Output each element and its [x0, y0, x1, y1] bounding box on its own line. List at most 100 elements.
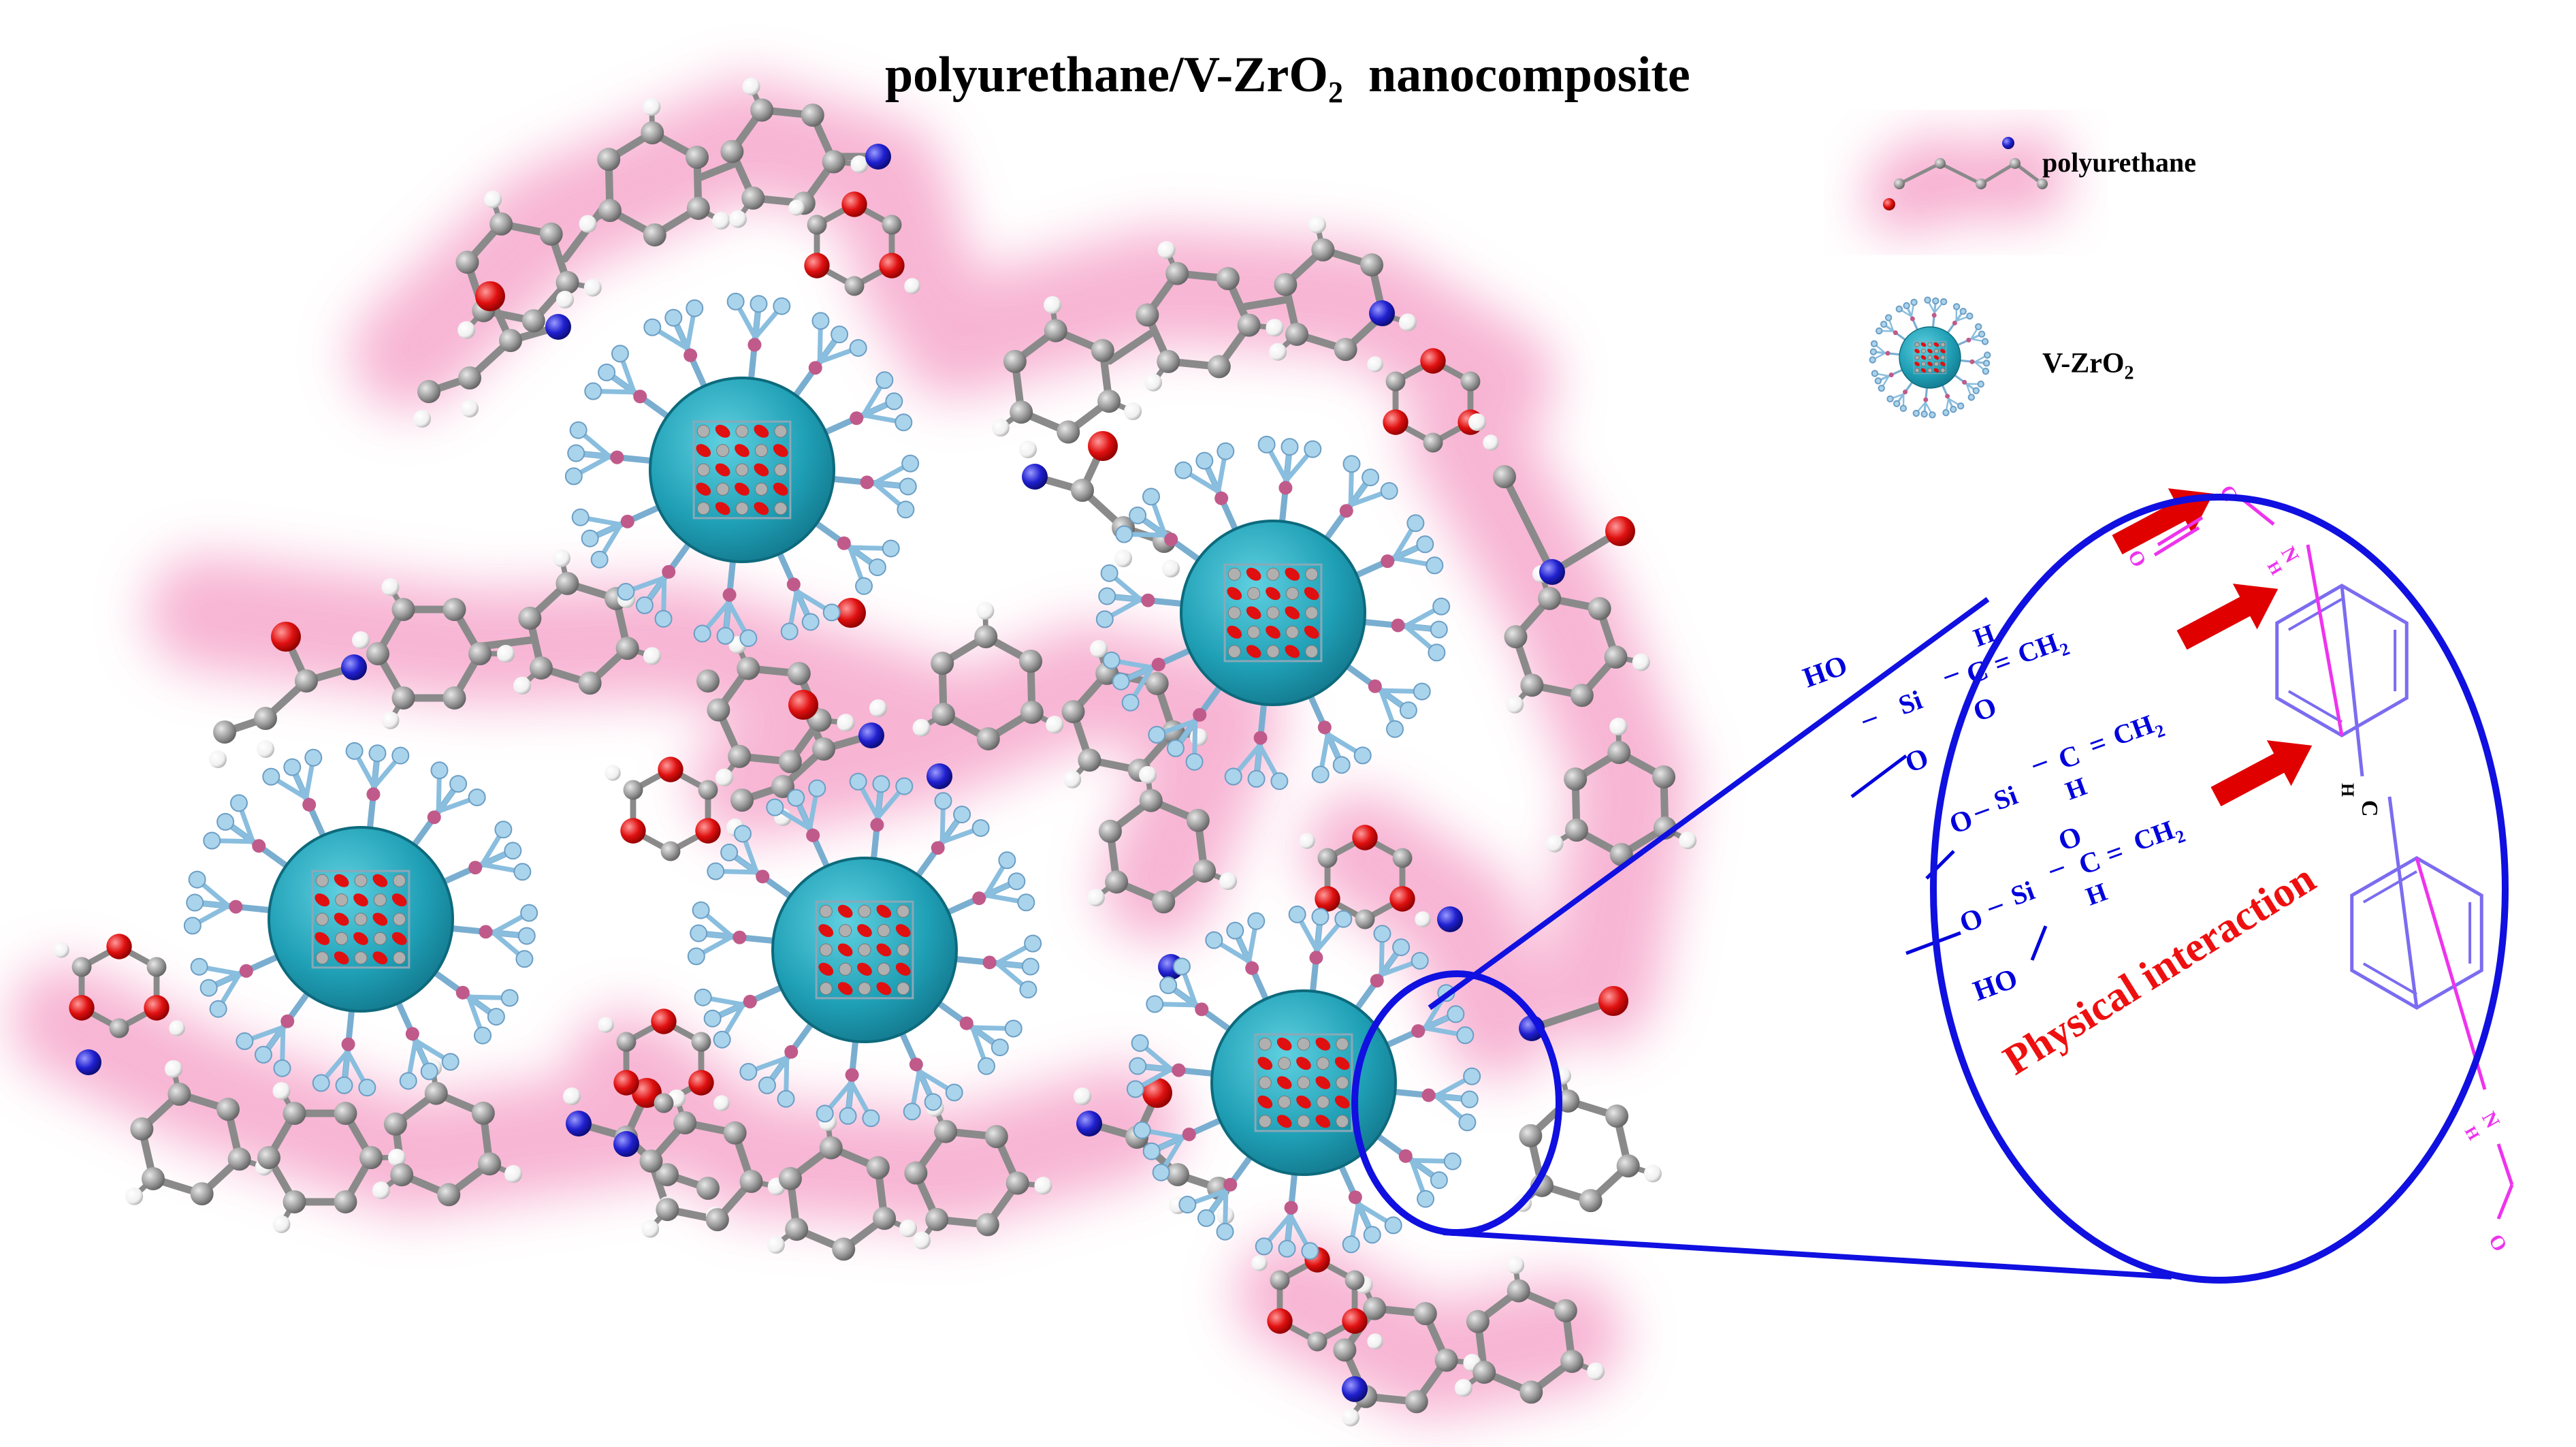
ligand-hydrogen — [1021, 957, 1040, 976]
lattice-oxygen — [837, 982, 853, 996]
carbon-atom — [598, 199, 622, 223]
hydrogen-atom — [563, 1087, 581, 1105]
ligand-hydrogen — [1950, 405, 1957, 413]
carbon-atom — [489, 212, 513, 236]
ligand-hydrogen — [1363, 1226, 1381, 1244]
vzro2-nanoparticle — [183, 742, 538, 1097]
zirconium-atom — [315, 874, 329, 887]
ligand-hydrogen — [924, 1093, 942, 1111]
legend-bond — [1980, 161, 2016, 186]
hydrogen-atom — [484, 190, 502, 208]
carbon-atom — [1044, 319, 1067, 343]
legend-polyurethane-icon — [1864, 130, 2067, 234]
lattice-oxygen — [1920, 368, 1927, 373]
carbon-atom — [931, 652, 954, 675]
zro2-crystal-lattice — [815, 900, 914, 1000]
hydrogen-atom — [209, 750, 227, 768]
zirconium-atom — [393, 912, 406, 926]
carbon-atom — [1588, 597, 1611, 620]
oxygen-atom — [879, 253, 905, 279]
carbon-atom — [109, 1018, 129, 1038]
zirconium-atom — [1336, 1115, 1349, 1128]
legend-bond — [2014, 162, 2044, 185]
ligand-hydrogen — [766, 798, 784, 816]
ligand-oxygen — [229, 900, 243, 914]
ligand-hydrogen — [581, 529, 599, 547]
hydrogen-atom — [1367, 1333, 1383, 1350]
carbon-atom — [597, 148, 621, 172]
carbon-atom — [1061, 700, 1085, 724]
carbon-atom — [934, 1119, 958, 1143]
pink-halo — [691, 623, 1283, 943]
carbon-atom — [1285, 322, 1308, 346]
hydrogen-atom — [899, 1220, 918, 1238]
carbon-atom — [1136, 303, 1159, 327]
zirconium-atom — [315, 951, 329, 965]
ligand-oxygen — [1284, 1200, 1298, 1215]
bond-ho-si-bottom — [2030, 925, 2048, 961]
lattice-oxygen — [1246, 606, 1261, 620]
ligand-hydrogen — [839, 1107, 857, 1125]
vzro2-nanoparticle — [1095, 435, 1451, 791]
carbon-atom — [1493, 465, 1516, 488]
hydrogen-atom — [272, 1082, 291, 1100]
ligand-hydrogen — [1166, 739, 1185, 757]
hydrogen-atom — [413, 410, 431, 428]
ligand-hydrogen — [188, 870, 206, 889]
ligand-hydrogen — [254, 1045, 272, 1064]
ch2-to-ring-bottom — [2387, 796, 2419, 1008]
ligand-hydrogen — [998, 851, 1016, 870]
ligand-hydrogen — [391, 746, 410, 765]
ligand-hydrogen — [1257, 435, 1276, 454]
carbon-atom — [1333, 1338, 1357, 1362]
carbon-atom — [643, 223, 666, 247]
zirconium-atom — [858, 943, 871, 957]
lattice-oxygen — [1933, 355, 1939, 360]
lattice-oxygen — [1276, 1037, 1292, 1051]
carbon-atom — [730, 789, 754, 812]
pink-halo — [10, 964, 705, 1215]
ligand-hydrogen — [750, 295, 768, 313]
zirconium-atom — [735, 502, 749, 515]
carbonyl-top-double-1 — [2157, 515, 2204, 547]
carbon-atom — [1139, 789, 1163, 812]
lattice-oxygen — [857, 924, 872, 938]
hydrogen-atom — [1114, 550, 1132, 567]
ligand-hydrogen — [1884, 314, 1893, 321]
zirconium-atom — [1258, 1076, 1272, 1090]
carbon-atom — [424, 1081, 448, 1105]
ligand-hydrogen — [420, 1062, 438, 1081]
ligand-hydrogen — [1982, 360, 1991, 367]
zirconium-atom — [1305, 567, 1319, 581]
zirconium-atom — [1266, 567, 1280, 581]
oxygen-atom — [620, 818, 646, 844]
legend-carbon-atom — [1935, 158, 1946, 169]
hydrogen-atom — [1679, 831, 1697, 850]
hydrogen-atom — [1367, 356, 1383, 372]
ligand-hydrogen — [236, 1032, 254, 1051]
ligand-hydrogen — [882, 539, 900, 558]
ligand-hydrogen — [934, 792, 952, 810]
ligand-oxygen — [1317, 720, 1332, 735]
zro2-crystal-lattice — [692, 420, 792, 520]
hydrogen-atom — [372, 1181, 390, 1200]
ligand-hydrogen — [690, 924, 708, 942]
ligand-hydrogen — [822, 603, 841, 622]
lattice-frame — [1254, 1033, 1353, 1132]
carbon-atom — [383, 1112, 407, 1136]
hydrogen-atom — [381, 578, 400, 597]
lattice-oxygen — [1315, 1076, 1331, 1090]
ligand-hydrogen — [1432, 597, 1451, 616]
nitrogen-atom — [545, 314, 571, 340]
ligand-oxygen — [1945, 394, 1950, 399]
hydrogen-atom — [381, 711, 400, 729]
carbon-atom — [1237, 313, 1261, 337]
ligand-hydrogen — [1870, 340, 1878, 348]
ligand-hydrogen — [1456, 1026, 1475, 1045]
hydrogen-atom — [1643, 1164, 1662, 1183]
carbon-atom — [1091, 338, 1114, 362]
zoom-line-top — [1428, 597, 1990, 1011]
ligand-hydrogen — [1224, 767, 1242, 786]
nitrogen-atom — [341, 654, 367, 680]
zirconium-atom — [897, 904, 910, 918]
